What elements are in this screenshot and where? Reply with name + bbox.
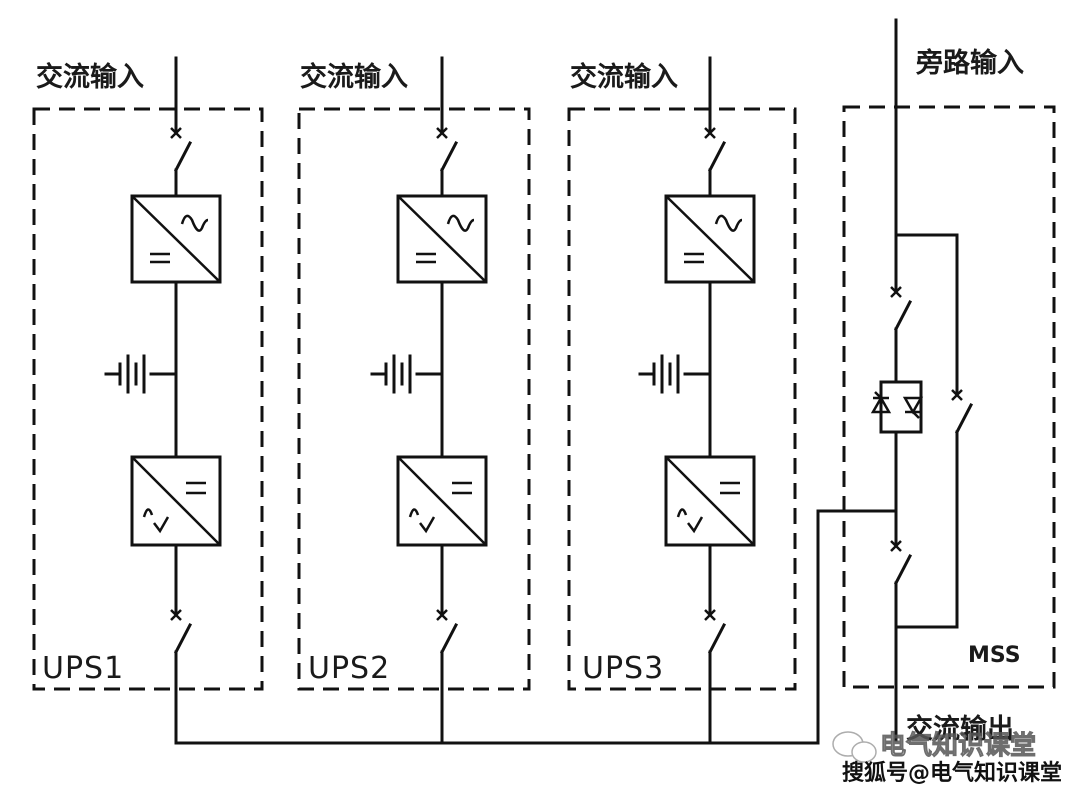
ups-enclosure bbox=[32, 107, 264, 691]
ups-enclosure bbox=[297, 107, 531, 691]
battery-icon bbox=[104, 354, 178, 394]
bypass-breaker-icon bbox=[889, 285, 912, 331]
mss-label: MSS bbox=[968, 643, 1021, 668]
input-breaker-icon bbox=[169, 126, 192, 172]
ac-input-label: 交流输入 bbox=[36, 61, 144, 93]
inverter-icon bbox=[664, 455, 756, 547]
input-breaker-icon bbox=[435, 126, 458, 172]
output-breaker-icon bbox=[889, 539, 912, 585]
watermark-source: 搜狐号@电气知识课堂 bbox=[842, 760, 1062, 786]
maintenance-breaker-icon bbox=[950, 388, 973, 434]
rectifier-icon bbox=[396, 194, 488, 284]
output-breaker-icon bbox=[703, 608, 726, 654]
ups-unit-2: 交流输入 UPS2 bbox=[297, 56, 531, 745]
rectifier-icon bbox=[130, 194, 222, 284]
ups-label: UPS3 bbox=[582, 651, 664, 686]
ac-input-label: 交流输入 bbox=[300, 61, 408, 93]
ups-label: UPS1 bbox=[42, 651, 124, 686]
watermark: 电气知识课堂 搜狐号@电气知识课堂 bbox=[832, 730, 1062, 786]
ups-enclosure bbox=[567, 107, 797, 691]
static-switch-icon bbox=[870, 380, 924, 434]
mss-enclosure bbox=[842, 105, 1056, 689]
battery-icon bbox=[638, 354, 712, 394]
output-breaker-icon bbox=[169, 608, 192, 654]
output-breaker-icon bbox=[435, 608, 458, 654]
ups-unit-1: 交流输入 UPS1 bbox=[32, 56, 264, 745]
battery-icon bbox=[370, 354, 444, 394]
wechat-icon bbox=[832, 731, 877, 763]
inverter-icon bbox=[396, 455, 488, 547]
watermark-text: 电气知识课堂 bbox=[880, 730, 1036, 761]
ups-label: UPS2 bbox=[308, 651, 390, 686]
rectifier-icon bbox=[664, 194, 756, 284]
output-bus bbox=[174, 509, 897, 745]
maintenance-bypass-line bbox=[894, 233, 959, 397]
ac-output-label: 交流输出 bbox=[906, 713, 1014, 745]
inverter-icon bbox=[130, 455, 222, 547]
input-breaker-icon bbox=[703, 126, 726, 172]
ac-input-label: 交流输入 bbox=[570, 61, 678, 93]
bypass-input-label: 旁路输入 bbox=[915, 47, 1024, 79]
ups-unit-3: 交流输入 UPS3 bbox=[567, 56, 797, 745]
bypass-unit: 旁路输入 MSS 交流输出 bbox=[842, 18, 1056, 745]
